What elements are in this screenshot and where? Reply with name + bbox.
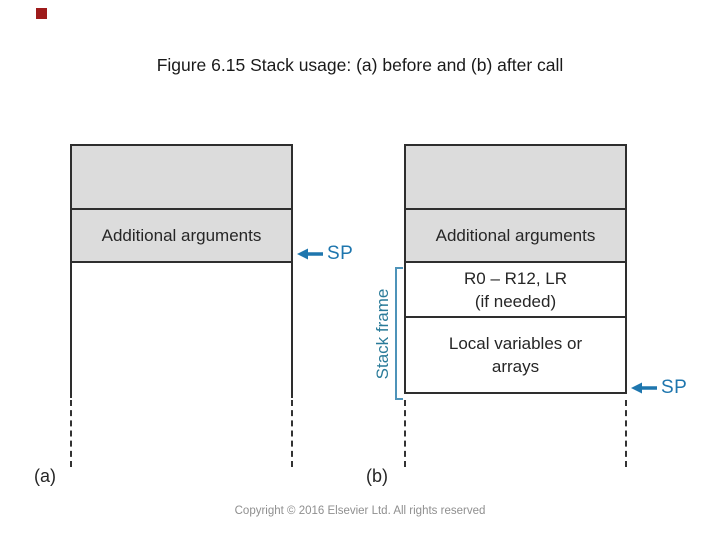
copyright-text: Copyright © 2016 Elsevier Ltd. All right… [234,505,486,517]
sp-label-b: SP [661,377,688,398]
stack-frame-bracket [395,267,403,400]
additional-arguments-label-a: Additional arguments [101,226,262,245]
stack-row-additional-arguments-b: Additional arguments [406,210,625,263]
caption-a: (a) [34,466,56,486]
red-square-icon [36,8,47,19]
locals-label-line2: arrays [491,357,540,376]
stack-dashed-continuation-b [404,400,627,467]
sp-left-arrow-icon-b [631,382,657,394]
slide-title: Figure 6.15 Stack usage: (a) before and … [156,55,564,75]
stack-box-before: Additional arguments [70,144,293,398]
sp-left-arrow-icon-a [297,248,323,260]
stack-frame-label: Stack frame [373,288,392,380]
stack-box-after: Additional arguments R0 – R12, LR (if ne… [404,144,627,394]
registers-label-line2: (if needed) [474,291,557,311]
stack-row-additional-arguments-a: Additional arguments [72,210,291,263]
stack-row-empty-a [72,263,291,398]
additional-arguments-label-b: Additional arguments [435,226,596,245]
registers-label-line1: R0 – R12, LR [464,268,567,288]
stack-row-registers: R0 – R12, LR (if needed) [406,263,625,318]
locals-label-line1: Local variables or [448,334,583,353]
caption-b: (b) [366,466,388,486]
stack-dashed-continuation-a [70,400,293,467]
stack-row-top-b [406,146,625,210]
stack-row-locals: Local variables or arrays [406,318,625,392]
stack-row-top-a [72,146,291,210]
sp-label-a: SP [327,243,354,264]
